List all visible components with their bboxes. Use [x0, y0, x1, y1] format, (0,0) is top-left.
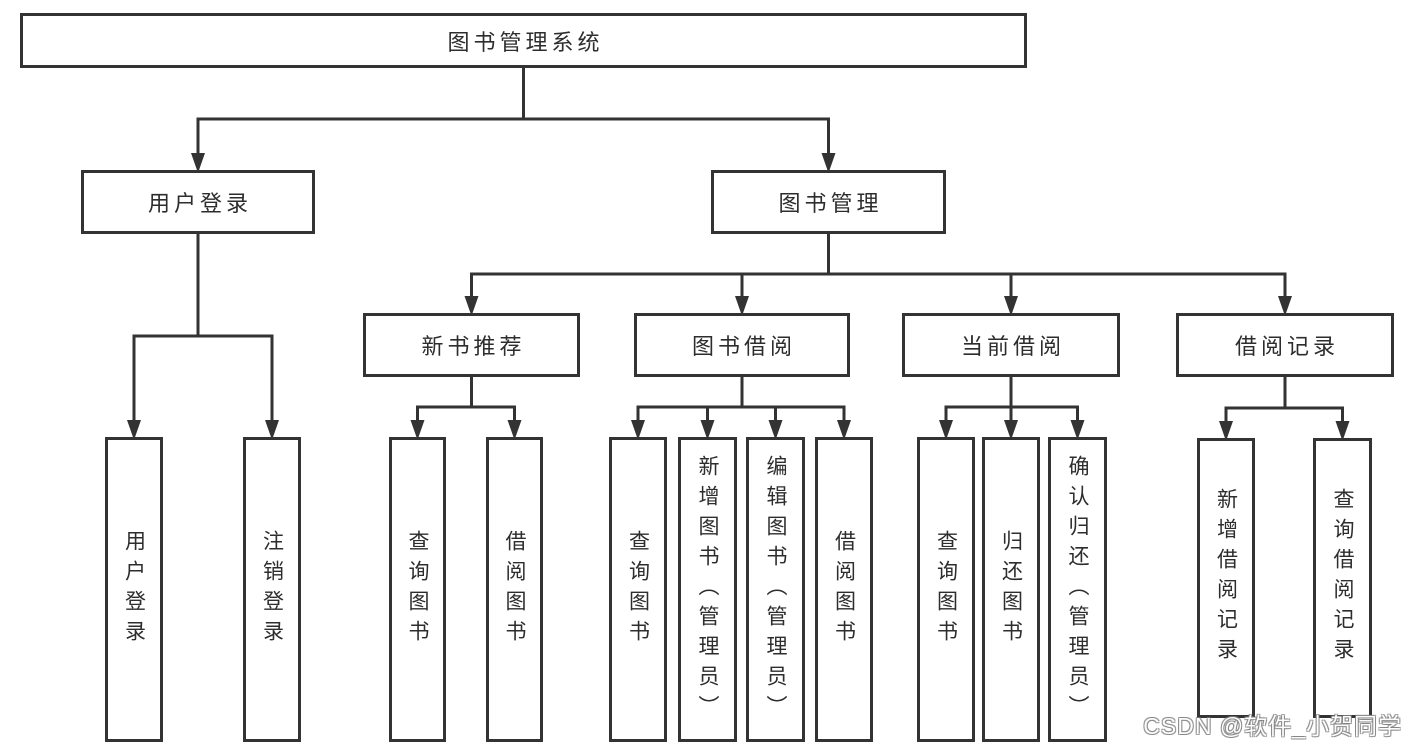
- node-book-management: 图书管理: [711, 170, 946, 234]
- node-label: 借阅记录: [1234, 334, 1339, 359]
- node-user-login: 用户登录: [81, 170, 315, 234]
- leaf-return-books: 归还图书: [982, 437, 1040, 742]
- leaf-borrow-books: 借阅图书: [815, 437, 873, 742]
- node-label: 图书管理系统: [447, 29, 604, 55]
- node-label: 查询图书: [406, 529, 429, 650]
- leaf-query-books: 查询图书: [917, 437, 975, 742]
- leaf-query-borrow-record: 查询借阅记录: [1313, 438, 1372, 718]
- leaf-add-borrow-record: 新增借阅记录: [1197, 438, 1255, 718]
- csdn-watermark: CSDN @软件_小贺同学: [1143, 713, 1402, 739]
- leaf-query-books: 查询图书: [609, 437, 667, 742]
- node-label: 新增借阅记录: [1214, 488, 1238, 668]
- node-label: 归还图书: [999, 529, 1023, 650]
- node-label: 注销登录: [260, 529, 284, 650]
- node-library-management-system: 图书管理系统: [20, 13, 1027, 68]
- node-new-book-recommendation: 新书推荐: [363, 313, 580, 377]
- node-label: 用户登录: [147, 191, 252, 216]
- node-label: 当前借阅: [960, 334, 1065, 359]
- node-label: 借阅图书: [503, 529, 526, 650]
- leaf-user-login: 用户登录: [105, 437, 163, 742]
- leaf-logout: 注销登录: [243, 437, 301, 742]
- node-label: 图书管理: [778, 191, 883, 216]
- node-label: 确认归还（管理员）: [1066, 454, 1089, 725]
- node-book-borrowing: 图书借阅: [634, 313, 850, 377]
- node-borrowing-records: 借阅记录: [1176, 313, 1394, 377]
- node-label: 编辑图书（管理员）: [764, 454, 787, 725]
- node-label: 图书借阅: [691, 334, 796, 359]
- leaf-confirm-return-admin: 确认归还（管理员）: [1048, 437, 1107, 742]
- node-current-borrowing: 当前借阅: [902, 313, 1120, 377]
- leaf-add-books-admin: 新增图书（管理员）: [678, 437, 737, 742]
- node-label: 借阅图书: [832, 529, 856, 650]
- node-label: 查询图书: [934, 529, 958, 650]
- node-label: 新增图书（管理员）: [696, 454, 719, 725]
- node-label: 新书推荐: [421, 334, 526, 359]
- node-label: 查询图书: [626, 529, 650, 650]
- leaf-borrow-books: 借阅图书: [486, 437, 543, 742]
- leaf-edit-books-admin: 编辑图书（管理员）: [746, 437, 805, 742]
- leaf-query-books: 查询图书: [389, 437, 446, 742]
- node-label: 用户登录: [122, 529, 146, 650]
- node-label: 查询借阅记录: [1331, 488, 1354, 668]
